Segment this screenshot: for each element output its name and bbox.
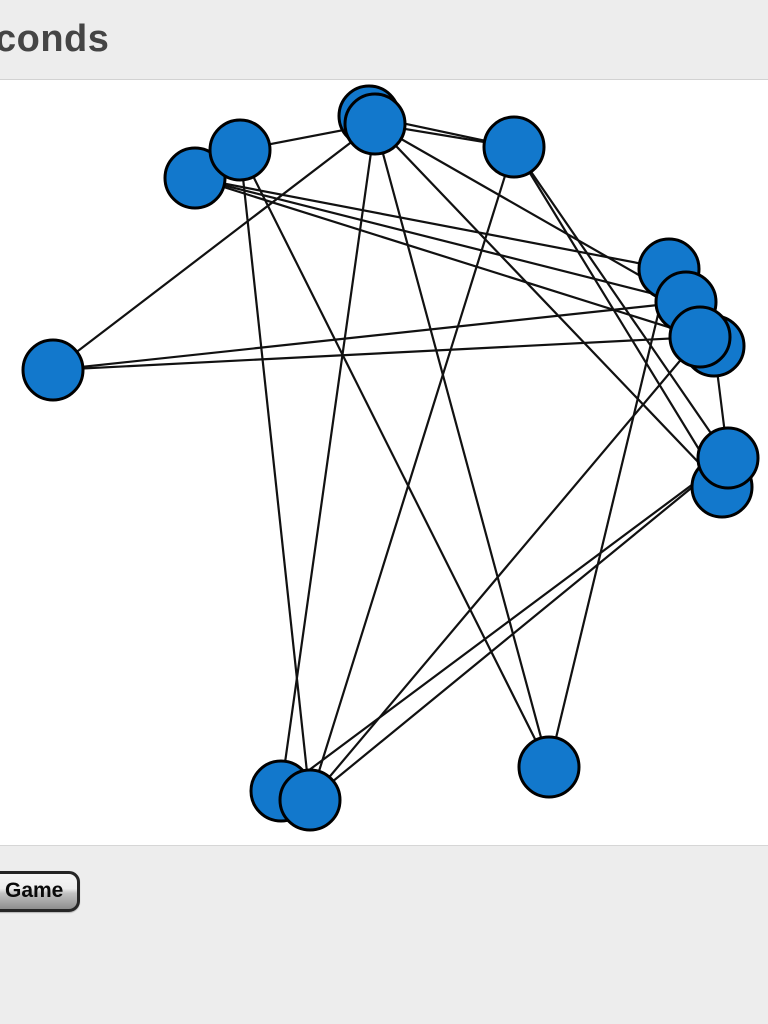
graph-edge [374,123,723,488]
footer-bar: Game [0,845,768,1024]
timer-text: conds [0,18,110,60]
graph-node[interactable] [163,146,227,210]
graph-edge [309,457,729,801]
graph-edge [547,268,671,768]
graph-edge [52,335,701,372]
graph-edge [279,123,377,792]
graph-edge [239,149,550,768]
graph-edge [194,176,701,339]
graph-edge [513,146,729,459]
graph-node[interactable] [517,735,581,799]
graph-edge [373,123,551,768]
graph-edge [280,457,729,792]
graph-edge [374,123,687,303]
graph-edge [513,146,723,488]
graph-node[interactable] [482,115,546,179]
graph-node[interactable] [208,118,272,182]
header-bar: conds [0,0,768,80]
graph-edge [238,149,312,801]
graph-node[interactable] [278,768,342,832]
graph-edge [194,176,670,271]
graph-svg [21,84,760,832]
graph-node[interactable] [668,305,732,369]
graph-edge [194,176,687,304]
graph-edge [52,300,687,372]
graph-node[interactable] [343,92,407,156]
new-game-button[interactable]: Game [0,871,81,912]
graph-edge [308,146,516,801]
graph-node[interactable] [696,426,760,490]
graph-edge [52,123,376,371]
graph-canvas [0,80,768,845]
graph-node[interactable] [21,338,85,402]
